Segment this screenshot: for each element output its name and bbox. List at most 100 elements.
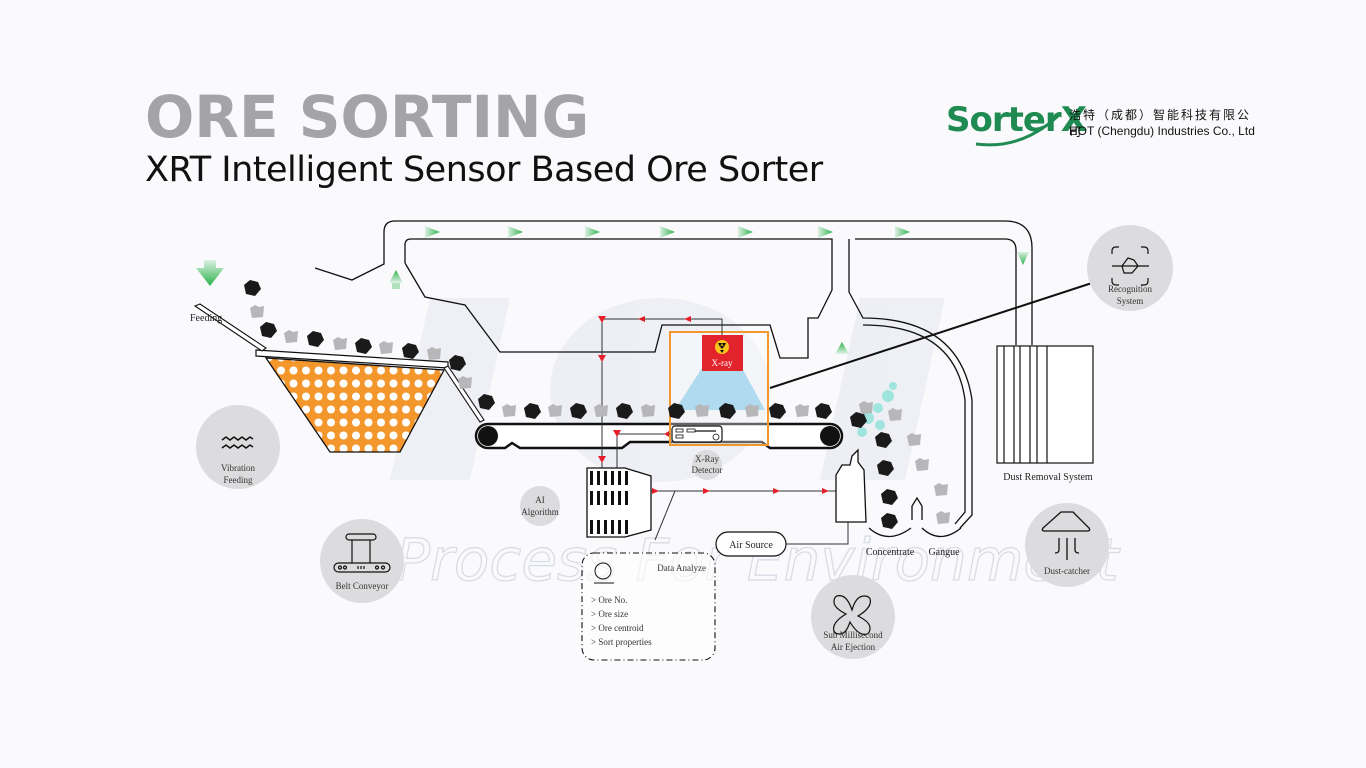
ore-concentrate (881, 513, 898, 529)
flow-arrow-right (585, 226, 600, 238)
badge-air-ejection: Sub Millisecond Air Ejection (811, 575, 895, 659)
flow-arrow-right (738, 226, 753, 238)
svg-text:Feeding: Feeding (224, 475, 253, 485)
ore-gangue (427, 347, 441, 360)
flow-arrow-right (508, 226, 523, 238)
logo-swoosh-icon (975, 114, 1060, 147)
ore-gangue (695, 404, 709, 417)
logo-brand: SorterX (946, 100, 1087, 140)
svg-text:Sub Millisecond: Sub Millisecond (823, 630, 883, 640)
flow-arrow-down (1017, 252, 1029, 265)
data-analyze-title: Data Analyze (657, 563, 706, 573)
concentrate-label: Concentrate (866, 547, 915, 558)
logo-company-cn: 浩特（成都）智能科技有限公司 (1069, 108, 1252, 139)
feeding-arrow-down-icon (196, 260, 224, 286)
svg-text:Algorithm: Algorithm (521, 507, 559, 517)
badge-belt-conveyor: Belt Conveyor (320, 519, 404, 603)
dust-removal-label: Dust Removal System (1003, 472, 1093, 483)
ore-concentrate (719, 403, 736, 419)
ore-gangue (915, 458, 929, 471)
data-analyze-icon (594, 562, 612, 580)
recognition-icon (1111, 246, 1149, 286)
company-logo: SorterX 浩特（成都）智能科技有限公司 HOT (Chengdu) Ind… (946, 98, 1256, 150)
ore-concentrate (307, 331, 324, 347)
flow-arrow-right (818, 226, 833, 238)
ore-gangue (888, 408, 902, 421)
svg-text:AI: AI (535, 495, 545, 505)
air-source-label: Air Source (729, 540, 773, 551)
output-bins (868, 496, 962, 538)
ore-concentrate (478, 394, 495, 410)
flow-arrow-up (389, 270, 403, 283)
xray-beam (675, 368, 765, 410)
badge-ai-algorithm: AI Algorithm (520, 486, 560, 526)
flow-arrow-right (425, 226, 440, 238)
page-title: ORE SORTING (145, 83, 590, 151)
ore-gangue (379, 341, 393, 354)
belt-conveyor-icon (333, 533, 391, 573)
xray-detector-label-2: Detector (692, 465, 723, 475)
ore-gangue (934, 483, 948, 496)
xray-detector-device (671, 425, 723, 443)
ore-gangue (936, 511, 950, 524)
flow-arrow-right (895, 226, 910, 238)
badge-dust-catcher: Dust-catcher (1025, 503, 1109, 587)
data-item: > Sort properties (591, 637, 652, 647)
ore-gangue (284, 330, 298, 343)
fan-icon (833, 595, 871, 635)
ore-gangue (641, 404, 655, 417)
flow-arrow-up (835, 342, 849, 354)
ore-gangue (795, 404, 809, 417)
ore-concentrate (355, 338, 372, 354)
ore-stream (244, 280, 950, 529)
ore-concentrate (616, 403, 633, 419)
data-item: > Ore size (591, 609, 628, 619)
air-source-unit (715, 531, 787, 557)
ore-concentrate (570, 403, 587, 419)
duct-system (314, 220, 1033, 529)
svg-text:Dust-catcher: Dust-catcher (1044, 566, 1090, 576)
ore-concentrate (877, 460, 894, 476)
svg-text:Air Ejection: Air Ejection (831, 642, 876, 652)
ore-gangue (745, 404, 759, 417)
data-analyze-panel: Data Analyze > Ore No. > Ore size > Ore … (581, 552, 716, 661)
xray-chamber: X-ray (669, 331, 769, 446)
data-item: > Ore No. (591, 595, 627, 605)
recognition-link-line (769, 281, 1096, 389)
svg-text:System: System (1117, 296, 1144, 306)
flow-arrow-right (660, 226, 675, 238)
belt-roller-right (820, 426, 840, 446)
ore-concentrate (769, 403, 786, 419)
airflow-arrows (196, 226, 1029, 354)
logo-company-en: HOT (Chengdu) Industries Co., Ltd (1069, 124, 1255, 138)
svg-text:Belt Conveyor: Belt Conveyor (336, 581, 389, 591)
ore-concentrate (850, 412, 867, 428)
ore-gangue (907, 433, 921, 446)
air-ejector-nozzle (835, 448, 867, 523)
vibration-hopper (193, 303, 485, 453)
svg-text:Recognition: Recognition (1108, 284, 1152, 294)
ore-gangue (250, 305, 264, 318)
ore-concentrate (668, 403, 685, 419)
xray-detector-label-1: X-Ray (695, 454, 719, 464)
ore-concentrate (524, 403, 541, 419)
belt-conveyor (474, 422, 844, 450)
ore-concentrate (244, 280, 261, 296)
feeding-label: Feeding (190, 313, 222, 324)
badge-recognition-system: Recognition System (1087, 225, 1173, 311)
vibration-icon (221, 436, 254, 449)
ai-computer (586, 467, 652, 538)
ore-concentrate (402, 343, 419, 359)
xray-label: X-ray (712, 358, 733, 368)
dust-catcher-icon (1041, 511, 1091, 560)
ore-concentrate (260, 322, 277, 338)
badge-vibration-feeding: Vibration Feeding (196, 405, 280, 489)
dust-removal-system (996, 345, 1094, 464)
ore-gangue (548, 404, 562, 417)
ore-gangue (594, 404, 608, 417)
ore-concentrate (881, 489, 898, 505)
svg-text:Vibration: Vibration (221, 463, 255, 473)
ore-concentrate (449, 355, 466, 371)
ore-gangue (502, 404, 516, 417)
